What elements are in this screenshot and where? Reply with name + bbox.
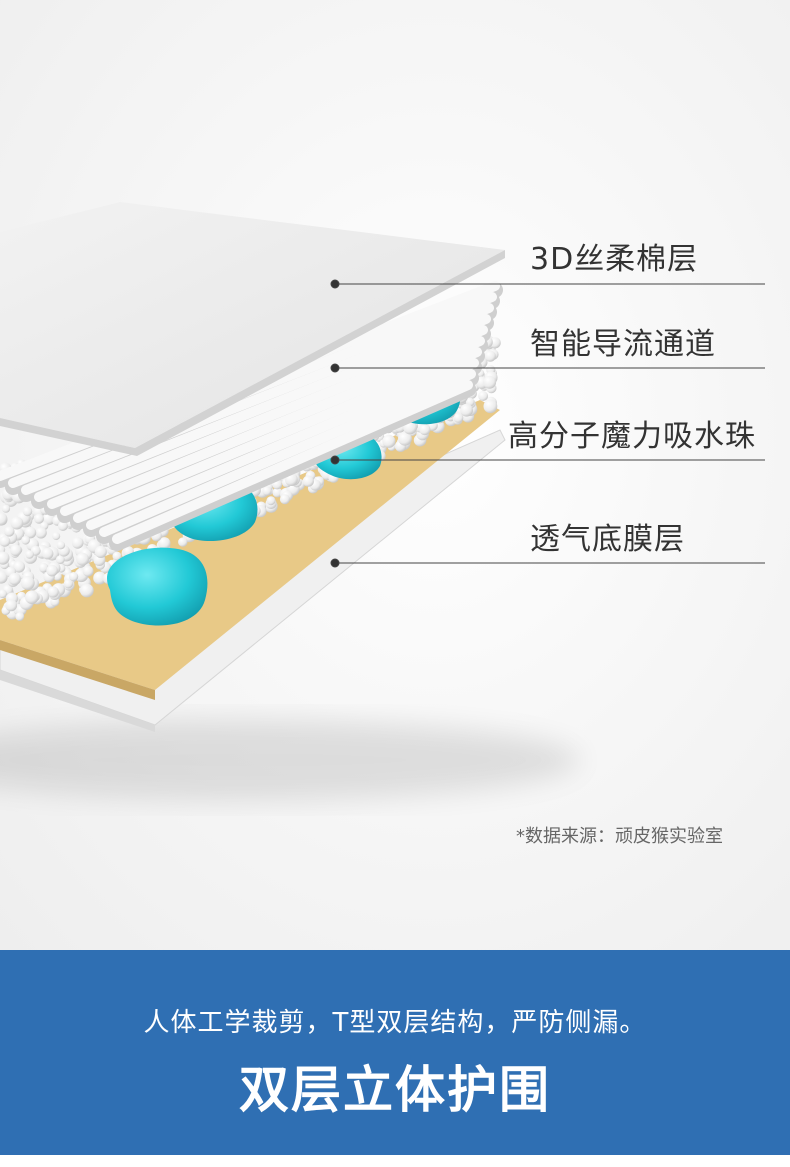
stack-shadow: [0, 720, 580, 800]
absorbent-bead: [478, 391, 489, 401]
layer-label-flow-channel: 智能导流通道: [530, 327, 716, 362]
absorbent-bead: [0, 512, 8, 526]
absorbent-bead: [47, 586, 59, 598]
flow-channel-tube-highlight: [47, 325, 488, 509]
absorbent-bead: [419, 424, 431, 436]
absorbent-core-layer: [0, 400, 500, 690]
absorbent-bead: [46, 564, 58, 577]
absorbent-bead: [262, 486, 272, 496]
flow-channel-tube-highlight: [86, 358, 479, 530]
absorbent-bead: [266, 496, 276, 506]
callout-lines: [330, 279, 765, 568]
flow-channel-tube-highlight: [21, 303, 494, 495]
absorbent-bead: [76, 552, 89, 566]
callout-dot: [330, 455, 340, 465]
layer-label-absorbent-beads: 高分子魔力吸水珠: [508, 419, 756, 454]
absorbent-bead: [10, 544, 22, 557]
absorbent-bead: [302, 475, 314, 487]
absorbent-bead: [20, 576, 35, 590]
product-feature-panel: 3D丝柔棉层 智能导流通道 高分子魔力吸水珠 透气底膜层 *数据来源：顽皮猴实验…: [0, 0, 790, 950]
absorbent-bead: [34, 513, 44, 524]
absorbent-core-edge: [0, 640, 155, 700]
absorbent-bead: [82, 565, 94, 577]
absorbent-bead: [93, 571, 107, 585]
absorbent-bead: [56, 541, 66, 550]
top-cotton-sheet-edge: [0, 250, 505, 456]
absorbent-bead: [22, 506, 33, 517]
absorbent-bead: [0, 551, 10, 565]
absorbent-bead: [382, 434, 396, 448]
diaper-layer-illustration: [0, 202, 765, 800]
absorbent-bead: [4, 526, 15, 537]
absorbent-bead: [41, 547, 54, 560]
flow-channel-tube-highlight: [34, 314, 491, 502]
absorbent-bead: [57, 521, 68, 531]
flow-channel-tube-highlight: [73, 347, 482, 523]
feature-banner: 人体工学裁剪，T型双层结构，严防侧漏。 双层立体护围: [0, 950, 790, 1155]
absorbent-bead: [483, 399, 498, 414]
absorbent-bead: [69, 572, 79, 582]
absorbent-bead: [158, 537, 171, 550]
absorbent-bead: [21, 535, 30, 545]
callout-dot: [330, 363, 340, 373]
absorbent-bead: [25, 550, 34, 559]
banner-title: 双层立体护围: [239, 1061, 551, 1119]
banner-subtitle: 人体工学裁剪，T型双层结构，严防侧漏。: [143, 1008, 647, 1038]
absorbent-bead: [25, 590, 39, 604]
bottom-strip: [0, 1155, 790, 1167]
data-source-note: *数据来源：顽皮猴实验室: [516, 826, 723, 847]
absorbent-bead: [38, 562, 49, 573]
layer-label-breathable-film: 透气底膜层: [530, 522, 685, 557]
top-cotton-sheet: [0, 202, 505, 448]
absorbent-bead: [0, 589, 7, 599]
absorbent-bead: [453, 413, 464, 423]
absorbent-bead: [94, 545, 107, 559]
absorbent-bead: [55, 555, 65, 564]
flow-channel-tube-highlight: [99, 369, 476, 537]
absorbent-bead: [80, 583, 94, 598]
absorbent-bead: [35, 527, 47, 539]
absorbent-bead: [24, 526, 37, 539]
absorbent-bead: [8, 572, 21, 586]
gel-blob: [107, 547, 208, 626]
absorbent-bead: [52, 532, 61, 541]
absorbent-bead: [272, 487, 283, 498]
absorbent-bead: [1, 504, 11, 513]
absorbent-bead: [460, 403, 473, 417]
layer-label-cotton: 3D丝柔棉层: [530, 242, 699, 277]
flow-channel-tube-highlight: [60, 336, 485, 516]
callout-dot: [330, 558, 340, 568]
absorbent-bead: [63, 579, 74, 589]
backing-film-edge: [0, 670, 155, 732]
absorbent-bead: [5, 599, 18, 612]
absorbent-bead: [0, 535, 11, 547]
absorbent-bead: [71, 537, 84, 549]
absorbent-bead: [178, 537, 188, 547]
absorbent-bead: [112, 551, 122, 561]
absorbent-bead: [13, 560, 25, 573]
absorbent-bead: [279, 494, 290, 505]
absorbent-bead: [15, 612, 25, 621]
absorbent-bead: [484, 350, 496, 362]
absorbent-bead: [10, 516, 24, 530]
callout-dot: [330, 279, 340, 289]
flow-channel-tube-highlight: [112, 380, 473, 544]
absorbent-bead: [483, 375, 497, 389]
absorbent-bead: [398, 431, 412, 446]
